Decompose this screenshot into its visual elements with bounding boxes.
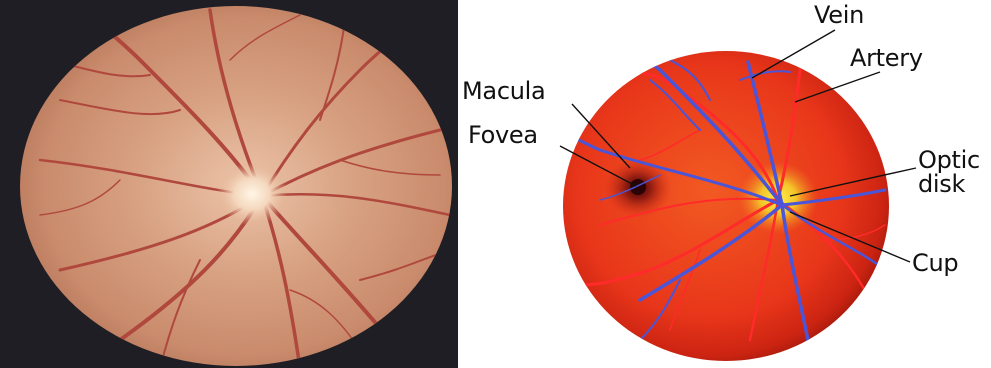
fovea-dot — [630, 179, 646, 195]
label-vein: Vein — [814, 2, 864, 28]
label-cup: Cup — [912, 250, 958, 276]
fundus-photo-panel — [0, 0, 458, 368]
label-optic-disk: Optic disk — [918, 148, 988, 196]
label-macula: Macula — [462, 78, 545, 104]
fundus-photo — [0, 0, 458, 368]
label-artery: Artery — [850, 45, 923, 71]
label-fovea: Fovea — [468, 122, 538, 148]
photo-optic-disc — [216, 162, 288, 226]
